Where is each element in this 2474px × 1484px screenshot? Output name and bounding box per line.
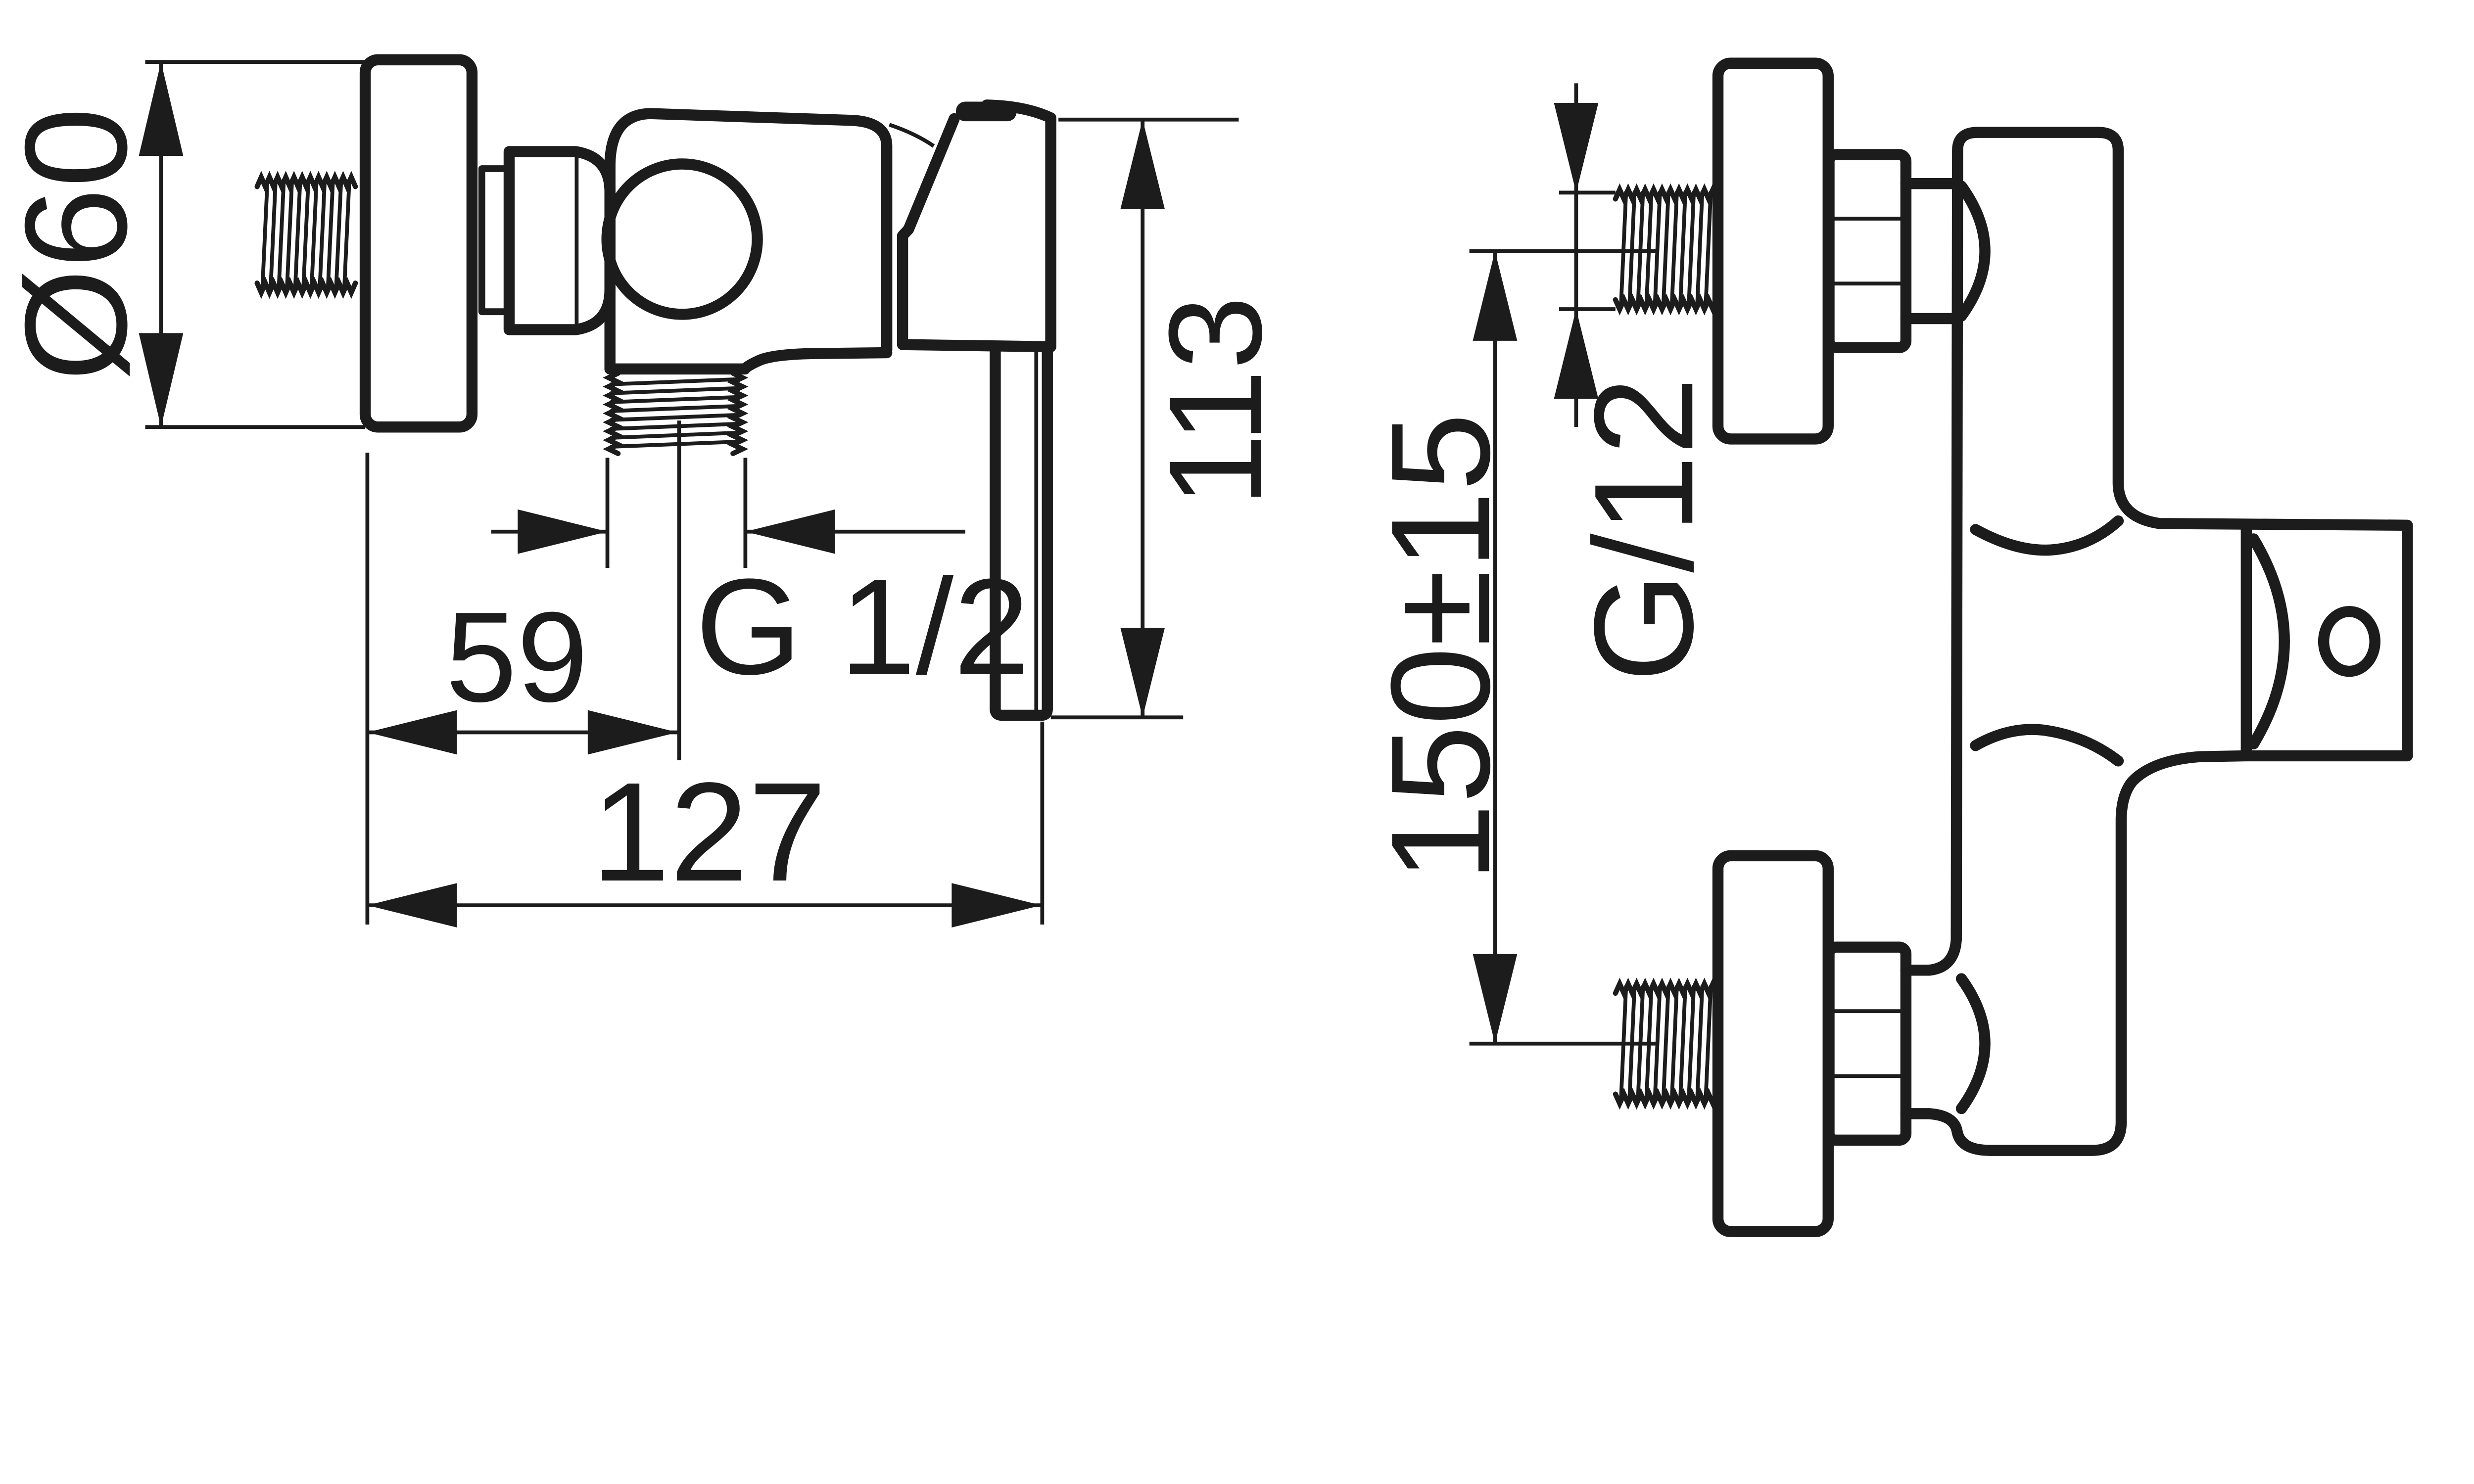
top-hex-nut	[1823, 149, 1912, 353]
bottom-wall-flange	[1712, 850, 1834, 1237]
dimension-body-height: 113	[1050, 117, 1289, 720]
bottom-inlet-assembly	[1613, 850, 1991, 1237]
outlet-thread-side	[603, 371, 749, 456]
dimension-inlet-spacing: 150±15	[1362, 249, 1658, 1046]
label-wall-to-outlet: 59	[446, 585, 588, 728]
outlet-port-circle	[2318, 605, 2380, 677]
inlet-axis-lines	[1469, 249, 1658, 1046]
top-inlet-assembly	[1613, 57, 1991, 445]
dimension-total-depth: 127	[367, 721, 1045, 928]
label-flange-diameter: Ø60	[0, 107, 157, 381]
lever-handle-side	[897, 99, 1056, 721]
outlet-box-arc	[2248, 533, 2290, 750]
valve-body-front	[1900, 127, 2413, 1156]
waist-curve-upper	[1970, 515, 2124, 556]
valve-body-side	[601, 108, 935, 375]
top-flare-connectors	[1900, 178, 1963, 325]
wall-flange-side	[359, 54, 478, 433]
label-inlet-spacing: 150±15	[1362, 413, 1519, 882]
body-lever-gap-curve	[889, 123, 935, 148]
mounting-nut-side	[478, 146, 616, 335]
side-view: Ø60 113 G 1/2 59	[0, 54, 1289, 928]
bottom-flare-arc	[1955, 973, 1991, 1114]
label-body-height: 113	[1141, 296, 1289, 507]
label-inlet-thread: G/12	[1565, 377, 1722, 683]
dimension-inlet-thread: G/12	[1554, 83, 1722, 683]
inlet-thread-side	[254, 171, 358, 299]
drawing-canvas: Ø60 113 G 1/2 59	[0, 54, 2413, 1237]
waist-curve-lower	[1970, 724, 2124, 767]
front-view: 150±15 G/12	[1362, 57, 2413, 1237]
handle-bar	[990, 341, 1053, 721]
top-wall-flange	[1712, 57, 1834, 445]
technical-drawing-page: Ø60 113 G 1/2 59	[0, 54, 2413, 1237]
lever-cap	[955, 101, 1017, 122]
dimension-outlet-thread: G 1/2	[491, 420, 1030, 760]
top-flare-arc	[1955, 181, 1991, 322]
dimension-flange-diameter: Ø60	[0, 60, 366, 429]
bottom-hex-nut	[1823, 941, 1912, 1146]
cartridge-circle	[601, 158, 763, 320]
label-total-depth: 127	[591, 753, 826, 911]
dimension-wall-to-outlet: 59	[365, 453, 678, 925]
label-outlet-thread: G 1/2	[695, 550, 1030, 703]
